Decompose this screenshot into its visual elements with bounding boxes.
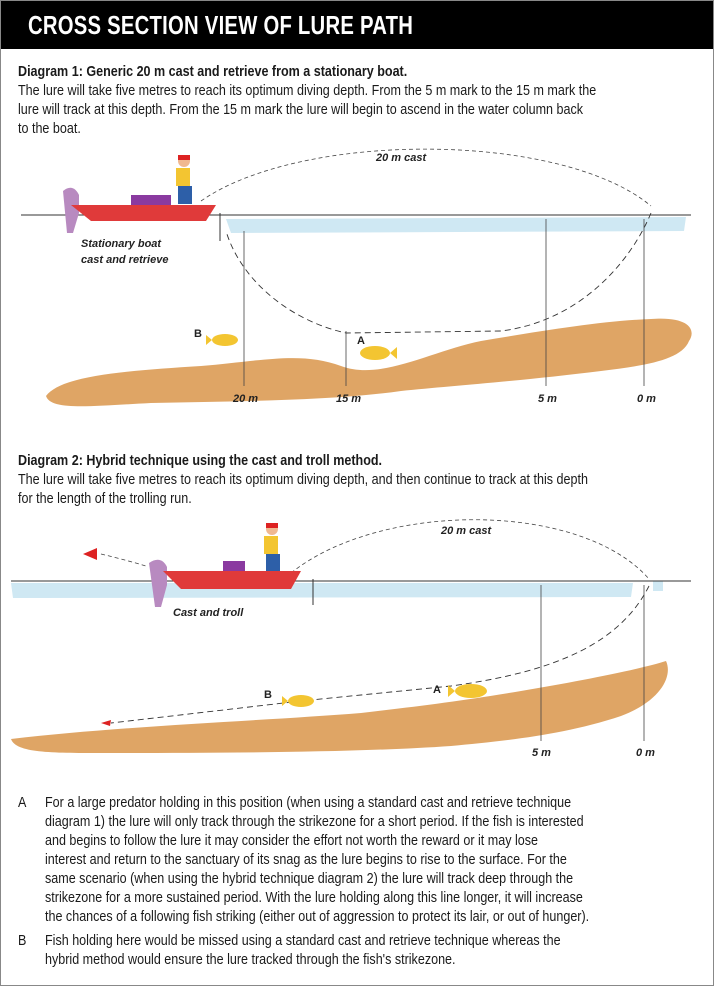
mark-0m: 0 m [636, 747, 655, 759]
mark-0m: 0 m [637, 393, 656, 405]
mark-5m: 5 m [532, 747, 551, 759]
distance-lines [243, 219, 645, 386]
cast-arc [290, 519, 650, 580]
fish-a-label: A [433, 684, 441, 696]
diagram1-heading: Diagram 1: Generic 20 m cast and retriev… [18, 64, 408, 80]
boat-label: Cast and troll [173, 607, 244, 619]
note-a-line: and begins to follow the lure it may con… [45, 833, 538, 849]
troll-arrow-icon [101, 720, 111, 726]
distance-lines [540, 585, 645, 741]
diagram1-body-line: to the boat. [18, 121, 81, 137]
diagram2-illustration: 20 m cast Cast and troll A B 5 m 0 m [11, 519, 691, 759]
diagram1-body-line: lure will track at this depth. From the … [18, 102, 584, 118]
lure-path [110, 585, 650, 724]
title-bar: CROSS SECTION VIEW OF LURE PATH [1, 1, 713, 49]
note-a-line: interest and return to the sanctuary of … [45, 852, 567, 868]
note-a-key: A [18, 795, 27, 811]
water-band [226, 217, 686, 233]
fish-a [448, 684, 487, 698]
diagram1-body-line: The lure will take five metres to reach … [18, 83, 597, 99]
stationary-boat [63, 155, 221, 241]
note-b-key: B [18, 933, 27, 949]
fish-b-label: B [264, 689, 272, 701]
note-a-line: same scenario (when using the hybrid tec… [45, 871, 574, 887]
mark-20m: 20 m [232, 393, 258, 405]
fish-b [206, 334, 238, 346]
cast-arc [200, 148, 652, 207]
water-band [11, 583, 633, 598]
note-a-line: diagram 1) the lure will only track thro… [45, 814, 584, 830]
note-a-line: For a large predator holding in this pos… [45, 795, 572, 811]
fish-b [282, 695, 314, 707]
boat-label: cast and retrieve [81, 254, 168, 266]
troll-boat [149, 523, 314, 607]
boat-label: Stationary boat [81, 238, 162, 250]
note-a-line: the chances of a following fish striking… [45, 909, 590, 925]
troll-direction-arrow-icon [83, 548, 97, 560]
figure-title: CROSS SECTION VIEW OF LURE PATH [28, 10, 414, 40]
lure-path [225, 212, 652, 334]
mark-15m: 15 m [336, 393, 361, 405]
sediment-bed [46, 318, 692, 407]
mark-5m: 5 m [538, 393, 557, 405]
note-b-line: hybrid method would ensure the lure trac… [45, 952, 456, 968]
note-b-line: Fish holding here would be missed using … [45, 933, 561, 949]
sediment-bed [11, 661, 668, 753]
cast-label: 20 m cast [375, 152, 427, 164]
diagram1-illustration: 20 m cast Stationary boat cast and retri… [21, 148, 692, 407]
diagram2-heading: Diagram 2: Hybrid technique using the ca… [18, 453, 383, 469]
diagram2-body-line: for the length of the trolling run. [18, 491, 192, 507]
cast-label: 20 m cast [440, 525, 492, 537]
fish-a-label: A [357, 335, 365, 347]
fish-b-label: B [194, 328, 202, 340]
diagram2-body-line: The lure will take five metres to reach … [18, 472, 588, 488]
fish-a [360, 346, 397, 360]
note-a-line: strikezone for a more sustained period. … [45, 890, 583, 906]
